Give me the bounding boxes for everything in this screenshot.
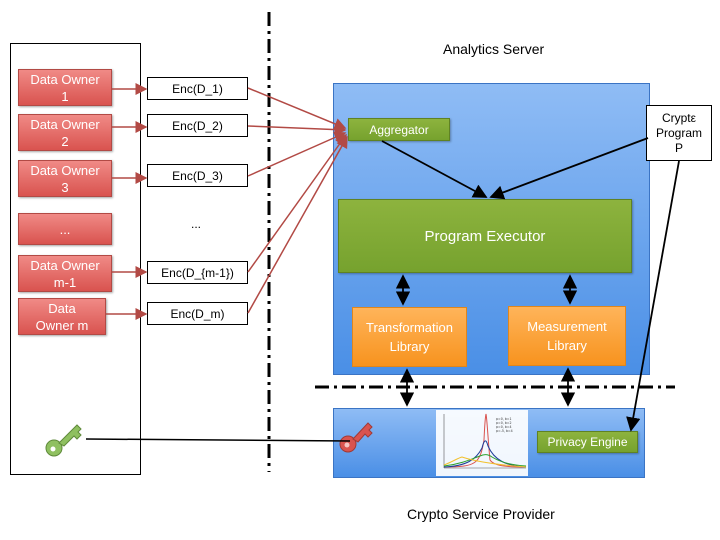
key-icon-green — [45, 424, 82, 457]
aggregator-box[interactable]: Aggregator — [348, 118, 450, 141]
distribution-plot-thumbnail: p=0, b=1 p=0, b=2 p=0, b=4 p=-5, b=4 — [436, 410, 528, 476]
program-box[interactable]: Cryptε Program P — [646, 105, 712, 161]
horizontal-divider — [315, 385, 675, 389]
enc-d-2: Enc(D_2) — [147, 114, 248, 137]
plot-legend-2: p=0, b=2 — [496, 421, 511, 425]
measurement-library-box[interactable]: Measurement Library — [508, 306, 626, 366]
data-owner-2[interactable]: Data Owner 2 — [18, 114, 112, 151]
data-owner-m-minus-1[interactable]: Data Owner m-1 — [18, 255, 112, 292]
transformation-library-box[interactable]: Transformation Library — [352, 307, 467, 367]
data-owner-3[interactable]: Data Owner 3 — [18, 160, 112, 197]
plot-legend-3: p=0, b=4 — [496, 425, 511, 429]
vertical-divider — [267, 12, 271, 472]
plot-legend-1: p=0, b=1 — [496, 417, 511, 421]
privacy-engine-box[interactable]: Privacy Engine — [537, 431, 638, 453]
crypto-service-provider-label: Crypto Service Provider — [407, 506, 555, 522]
data-owner-m[interactable]: Data Owner m — [18, 298, 106, 335]
enc-d-m: Enc(D_m) — [147, 302, 248, 325]
enc-ellipsis: ... — [191, 217, 202, 231]
enc-d-1: Enc(D_1) — [147, 77, 248, 100]
data-owner-1[interactable]: Data Owner 1 — [18, 69, 112, 106]
program-executor-box[interactable]: Program Executor — [338, 199, 632, 273]
key-icon-red — [339, 422, 373, 453]
plot-legend-4: p=-5, b=4 — [496, 429, 513, 433]
data-owner-ellipsis: ... — [18, 213, 112, 245]
enc-d-m-minus-1: Enc(D_{m-1}) — [147, 261, 248, 284]
enc-d-3: Enc(D_3) — [147, 164, 248, 187]
analytics-server-label: Analytics Server — [443, 41, 545, 57]
